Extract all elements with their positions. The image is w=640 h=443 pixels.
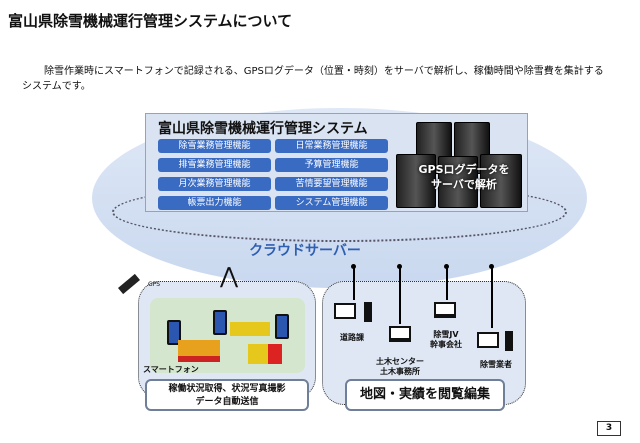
gps-label: GPS (148, 281, 161, 288)
device-name: 土木センター (376, 357, 424, 366)
cloud-label: クラウドサーバー (249, 243, 361, 259)
loader-icon (248, 344, 282, 364)
function-snow-removal: 除雪業務管理機能 (158, 139, 271, 153)
laptop-icon (389, 326, 411, 342)
smartphone-icon (167, 320, 181, 345)
function-monthly: 月次業務管理機能 (158, 177, 271, 191)
smartphone-icon (275, 314, 289, 339)
desktop-pc-icon (477, 332, 499, 348)
field-caption-2: データ自動送信 (195, 397, 259, 407)
server-icon: GPSログデータを サーバで解析 (396, 122, 524, 208)
device-name: 除雪JV (433, 330, 459, 339)
function-daily: 日常業務管理機能 (275, 139, 388, 153)
smartphone-label: スマートフォン (143, 365, 199, 374)
field-caption: 稼働状況取得、状況写真撮影 データ自動送信 (145, 379, 309, 411)
antenna-tower-icon: ⋀ (220, 264, 239, 289)
description: 除雪作業時にスマートフォンで記録される、GPSログデータ（位置・時刻）をサーバで… (22, 66, 604, 92)
smartphone-icon (213, 310, 227, 335)
page-title: 富山県除雪機械運行管理システムについて (8, 12, 293, 30)
page-number: 3 (597, 421, 621, 436)
server-text-2: サーバで解析 (431, 178, 497, 191)
snowplow-icon (178, 340, 220, 362)
field-caption-1: 稼働状況取得、状況写真撮影 (168, 384, 286, 394)
device-road-division: 道路課 (340, 333, 364, 342)
grader-icon (230, 322, 270, 336)
device-civil-center: 土木センター土木事務所 (370, 357, 430, 377)
system-title: 富山県除雪機械運行管理システム (158, 121, 368, 137)
office-caption: 地図・実績を閲覧編集 (345, 379, 505, 411)
device-name-2: 土木事務所 (380, 367, 420, 376)
function-reports: 帳票出力機能 (158, 196, 271, 210)
function-budget: 予算管理機能 (275, 158, 388, 172)
function-snow-disposal: 排雪業務管理機能 (158, 158, 271, 172)
desktop-pc-icon (334, 303, 356, 319)
device-contractor: 除雪業者 (480, 360, 512, 369)
system-box: 富山県除雪機械運行管理システム 除雪業務管理機能 日常業務管理機能 排雪業務管理… (145, 113, 528, 212)
function-system: システム管理機能 (275, 196, 388, 210)
server-text-1: GPSログデータを (418, 163, 510, 176)
satellite-icon (118, 273, 140, 295)
function-complaints: 苦情要望管理機能 (275, 177, 388, 191)
device-name-2: 幹事会社 (430, 340, 462, 349)
laptop-icon (434, 302, 456, 318)
